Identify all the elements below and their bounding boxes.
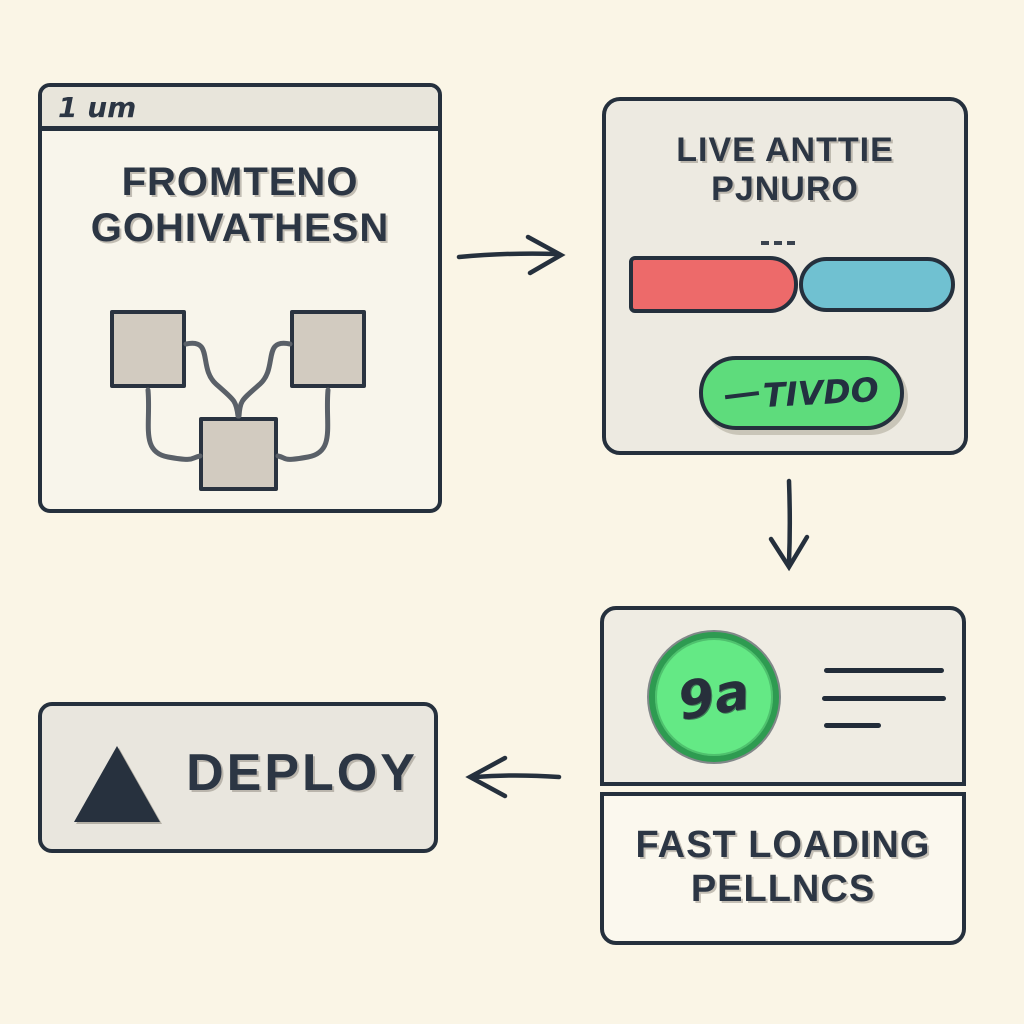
deploy-button[interactable]: DEPLOY — [38, 702, 438, 853]
arrow-left-icon — [465, 755, 562, 799]
node-square-bottom — [199, 417, 278, 491]
frontend-heading-line2: GOHIVATHESN — [90, 206, 390, 250]
frontend-panel: 1 um FROMTENO GOHIVATHESN — [38, 83, 442, 513]
red-segment-bar — [629, 256, 798, 313]
live-heading: LIVE ANTTIE PJNURO — [606, 131, 964, 209]
status-circle-badge: 9a — [649, 632, 779, 762]
live-action-button[interactable]: TIVDO — [699, 356, 904, 430]
metrics-caption-line2: PELLNCS — [690, 867, 876, 910]
metrics-caption: FAST LOADING PELLNCS — [600, 792, 966, 945]
placeholder-text-line-1 — [824, 668, 944, 673]
live-heading-line2: PJNURO — [711, 170, 859, 209]
deploy-label: DEPLOY — [186, 744, 418, 802]
arrow-right-icon — [456, 234, 566, 276]
node-square-right — [290, 310, 366, 388]
triangle-logo-icon — [74, 746, 160, 822]
metrics-caption-line1: FAST LOADING — [635, 824, 931, 866]
metrics-caption-text: FAST LOADING PELLNCS — [604, 824, 962, 911]
frontend-titlebar-label: 1 um — [58, 91, 137, 124]
frontend-panel-titlebar: 1 um — [42, 87, 438, 131]
node-square-left — [110, 310, 186, 388]
live-panel: LIVE ANTTIE PJNURO TIVDO — [602, 97, 968, 455]
arrow-down-icon — [768, 478, 810, 572]
placeholder-text-line-3 — [824, 723, 881, 728]
teal-segment-bar — [799, 257, 955, 312]
frontend-heading: FROMTENO GOHIVATHESN — [42, 159, 438, 251]
frontend-heading-line1: FROMTENO — [121, 160, 359, 204]
live-action-button-label: TIVDO — [724, 370, 880, 417]
live-heading-line1: LIVE ANTTIE — [676, 131, 894, 169]
placeholder-text-line-2 — [822, 696, 946, 701]
metrics-panel-header: 9a — [600, 606, 966, 786]
circle-scribble-text: 9a — [673, 661, 755, 733]
scribble-icon — [761, 241, 795, 245]
metrics-panel: 9a FAST LOADING PELLNCS — [600, 606, 966, 946]
